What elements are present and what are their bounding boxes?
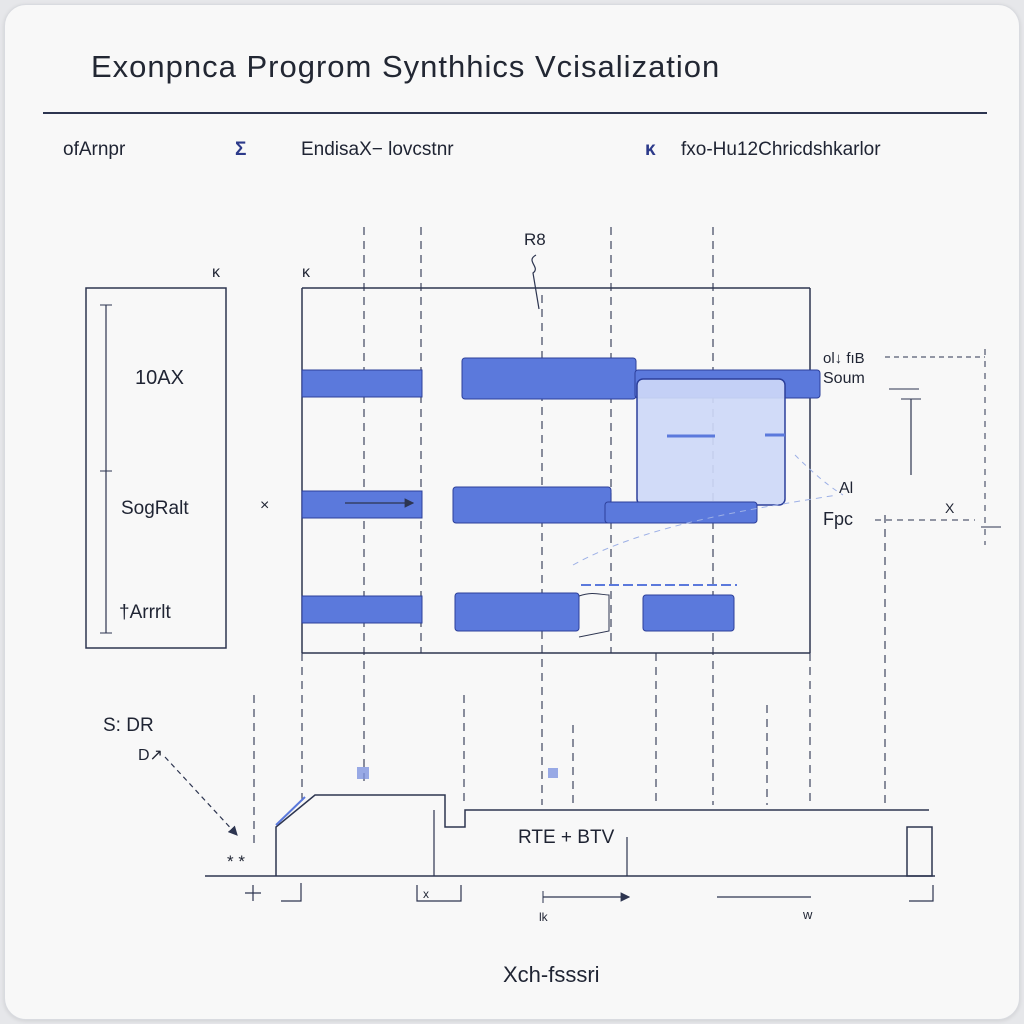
bar-row3-right [642, 594, 735, 632]
top-label-r8: R8 [524, 230, 546, 249]
header-col1-mark: Σ [235, 139, 247, 160]
r8-leader [531, 254, 540, 310]
row3-connector [578, 592, 610, 638]
highlight-box [636, 378, 786, 506]
tick-label-x: x [423, 887, 429, 901]
main-grid [253, 227, 886, 845]
tick-label-lk: lk [539, 910, 549, 924]
header-col1: ofArnpr [63, 139, 126, 160]
diagram-card: Exonpnca Progrom Synthhics Vcisalization… [4, 4, 1020, 1020]
tick-label-w: w [802, 907, 813, 922]
annotation-left-bottom-b: D↗ [138, 747, 163, 764]
guide-curve-2 [794, 454, 844, 496]
legend-box: 10AX SogRalt †Arrrlt [85, 287, 227, 649]
legend-item-1: 10AX [135, 367, 184, 389]
header-col3: fxo‐Hu12Chricdshkarlor [681, 139, 881, 160]
annotation-left-bottom-a: S: DR [103, 715, 154, 736]
bar-row3-left [301, 595, 423, 624]
bar-row2-mid [452, 486, 612, 524]
guide-curve-1 [572, 494, 838, 566]
bar-row1-left [301, 369, 423, 398]
bars [301, 357, 821, 638]
header-col2-mark: κ [645, 139, 656, 160]
left-bottom-annotation: S: DR D↗ * * [103, 715, 245, 871]
top-mark-1: κ [212, 264, 221, 281]
bar-row2-left [301, 490, 423, 519]
annotation-right-top-b: Soum [823, 370, 865, 387]
top-mark-2: κ [302, 264, 311, 281]
bar-row2-right [604, 501, 758, 524]
diagram-title: Exonpnca Progrom Synthhics Vcisalization [91, 49, 721, 84]
marker-dot-1 [357, 767, 369, 779]
annotation-right-mid: Al [839, 480, 853, 497]
header-col2: EndisaΧ− lovcstnr [301, 139, 454, 160]
title-divider [43, 112, 987, 114]
right-annotations: ol↓ fıB Soum Al Fpc X [823, 349, 1001, 545]
footer-label: Xch-fsssri [503, 962, 600, 987]
timeline-label: RTE + BTV [518, 827, 615, 848]
bar-row1-mid [461, 357, 637, 400]
legend-x-mark: × [260, 497, 269, 514]
legend-item-2: SogRalt [121, 498, 189, 519]
annotation-right-top-a: ol↓ fıB [823, 350, 865, 367]
legend-item-3: †Arrrlt [119, 602, 171, 623]
bar-row3-mid [454, 592, 580, 632]
annotation-left-bottom-stars: * * [227, 852, 245, 871]
bottom-timeline: RTE + BTV x lk w [205, 794, 935, 924]
diagram-canvas: 10AX SogRalt †Arrrlt × κ κ R8 [85, 227, 1001, 987]
annotation-right-mid2: Fpc [823, 509, 853, 529]
marker-dot-2 [548, 768, 558, 778]
annotation-right-x: X [945, 500, 955, 516]
